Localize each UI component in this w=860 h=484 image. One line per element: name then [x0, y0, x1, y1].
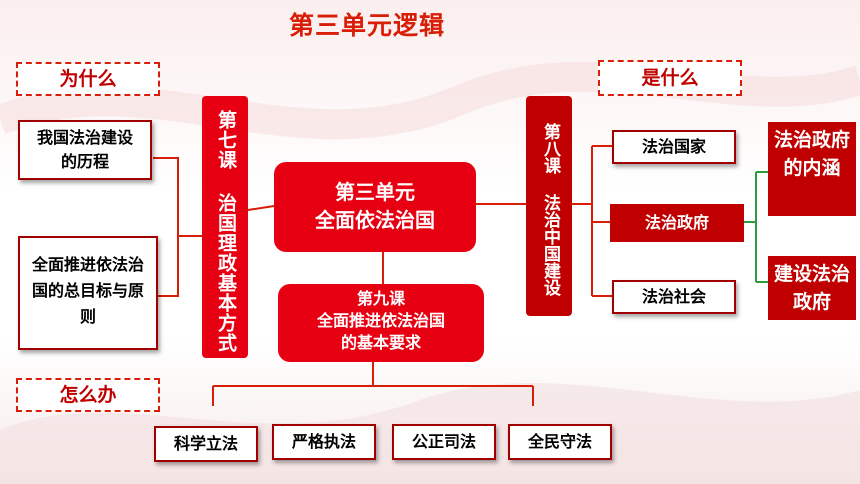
- lesson9-line2: 全面推进依法治国: [316, 311, 445, 330]
- center-line1: 第三单元: [335, 180, 415, 204]
- lesson9-line1: 第九课: [356, 289, 405, 308]
- center-unit-box: 第三单元 全面依法治国: [274, 162, 476, 252]
- left-item-goal: 全面推进依法治国的总目标与原则: [18, 236, 158, 350]
- right-item-society: 法治社会: [612, 280, 736, 314]
- far-right-connotation: 法治政府的内涵: [768, 122, 856, 216]
- bottom-item-enforcement: 严格执法: [272, 424, 376, 460]
- bottom-item-legislation: 科学立法: [154, 426, 258, 462]
- center-line2: 全面依法治国: [315, 208, 435, 232]
- far-right-build: 建设法治政府: [768, 256, 856, 320]
- left-item-history: 我国法治建设的历程: [18, 120, 152, 180]
- header-what: 是什么: [598, 60, 742, 96]
- page-title: 第三单元逻辑: [288, 11, 445, 40]
- lesson9-box: 第九课 全面推进依法治国 的基本要求: [278, 284, 484, 362]
- bottom-item-compliance: 全民守法: [508, 424, 612, 460]
- lesson8-box: 第八课 法治中国建设: [526, 96, 572, 316]
- header-how: 怎么办: [16, 378, 160, 412]
- right-item-state: 法治国家: [612, 130, 736, 164]
- header-why: 为什么: [16, 62, 160, 96]
- lesson7-box: 第七课 治国理政基本方式: [202, 96, 248, 358]
- lesson9-line3: 的基本要求: [340, 333, 421, 352]
- bottom-item-justice: 公正司法: [392, 424, 496, 460]
- right-item-government: 法治政府: [610, 204, 744, 242]
